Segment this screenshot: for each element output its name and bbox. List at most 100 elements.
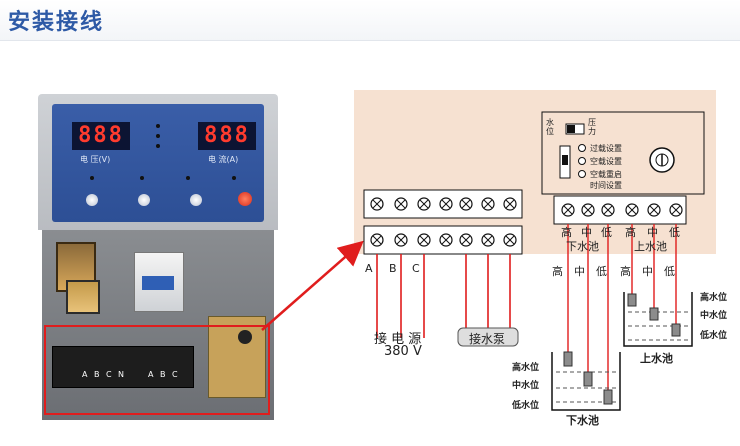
- terminal-label: C: [172, 370, 178, 379]
- power-voltage-label: 380 V: [384, 344, 422, 359]
- lower-tank-high-label: 高水位: [512, 363, 540, 373]
- terminal-screw-slot: [396, 235, 406, 245]
- upper-tank: [623, 292, 693, 347]
- terminal-screw-slot: [419, 199, 429, 209]
- terminal-label-low: 低: [669, 226, 680, 239]
- upper-probe-high: [627, 293, 637, 307]
- terminal-label-mid: 中: [581, 226, 592, 239]
- terminal-screw-slot: [483, 235, 493, 245]
- status-led: [156, 134, 160, 138]
- terminal-screw-slot: [583, 205, 593, 215]
- panel-button[interactable]: [86, 194, 98, 206]
- status-led: [90, 176, 94, 180]
- terminal-label: B: [160, 370, 166, 379]
- lower-tank-mid-label: 中水位: [512, 381, 540, 391]
- current-label: 电 流(A): [208, 155, 239, 164]
- setting-label: 空载设置: [590, 157, 622, 166]
- cabinet-front-panel: 888 888 电 压(V) 电 流(A): [38, 94, 278, 230]
- status-led: [140, 176, 144, 180]
- sensor-terminal-strip: [553, 195, 687, 225]
- pump-label-box: [457, 327, 519, 347]
- board-lower-pool-label: 下水池: [566, 240, 599, 253]
- setting-radio[interactable]: [578, 157, 586, 165]
- page-title: 安装接线: [8, 10, 105, 35]
- terminal-label: B: [94, 370, 100, 379]
- status-led: [156, 124, 160, 128]
- terminal-screw-slot: [441, 235, 451, 245]
- connection-arrow: [261, 240, 364, 331]
- terminal-screw-slot: [603, 205, 613, 215]
- setting-label: 时间设置: [590, 181, 622, 190]
- phase-label-c: C: [412, 262, 420, 275]
- terminal-label: A: [82, 370, 88, 379]
- board-upper-pool-label: 上水池: [634, 240, 667, 253]
- terminal-screw-slot: [396, 199, 406, 209]
- terminal-screw-slot: [627, 205, 637, 215]
- terminal-screw-slot: [419, 235, 429, 245]
- setting-radio[interactable]: [578, 170, 586, 178]
- lower-probe-high: [563, 351, 573, 367]
- phase-label-a: A: [365, 262, 373, 275]
- terminal-label-high: 高: [561, 226, 572, 239]
- upper-tank-wires: [631, 224, 677, 330]
- pump-wires: [465, 254, 511, 328]
- page-header: 安装接线: [0, 0, 740, 41]
- terminal-screw-slot: [372, 199, 382, 209]
- wire-label-mid: 中: [574, 265, 585, 278]
- wire-label-mid: 中: [642, 265, 653, 278]
- setting-radio[interactable]: [578, 144, 586, 152]
- phase-label-b: B: [389, 262, 397, 275]
- terminal-screw-slot: [441, 199, 451, 209]
- pump-label: 接水泵: [469, 332, 506, 346]
- terminal-screw-slot: [505, 199, 515, 209]
- setting-label: 空载重启: [590, 170, 622, 179]
- status-led: [232, 176, 236, 180]
- wire-label-low: 低: [596, 265, 607, 278]
- terminal-screw-slot: [372, 235, 382, 245]
- stop-button[interactable]: [238, 192, 252, 206]
- panel-button[interactable]: [190, 194, 202, 206]
- terminal-label: A: [148, 370, 154, 379]
- wire-label-high: 高: [620, 265, 631, 278]
- lower-tank-name: 下水池: [566, 414, 599, 427]
- lower-tank-wires: [567, 224, 609, 398]
- dip-switch-slider: [562, 155, 568, 165]
- power-wires: [376, 254, 425, 338]
- terminal-label: N: [118, 370, 124, 379]
- panel-button[interactable]: [138, 194, 150, 206]
- lower-probe-low: [603, 389, 613, 405]
- power-label: 接 电 源: [374, 332, 422, 347]
- status-led: [156, 144, 160, 148]
- lower-probe-mid: [583, 371, 593, 387]
- upper-tank-name: 上水池: [640, 352, 673, 365]
- terminal-screw-slot: [505, 235, 515, 245]
- switch-pressure-label: 压力: [588, 118, 596, 136]
- terminal-label-high: 高: [625, 226, 636, 239]
- switch-water-label: 水位: [546, 118, 554, 136]
- relay-module: [208, 316, 266, 398]
- terminal-screw-slot: [563, 205, 573, 215]
- transformer: [66, 280, 100, 314]
- terminal-screw-slot: [461, 235, 471, 245]
- setting-label: 过载设置: [590, 144, 622, 153]
- terminal-screw-slot: [671, 205, 681, 215]
- upper-probe-mid: [649, 307, 659, 321]
- voltage-display: 888: [72, 122, 130, 150]
- lower-tank: [551, 352, 621, 411]
- terminal-label-mid: 中: [647, 226, 658, 239]
- terminal-screw-slot: [461, 199, 471, 209]
- status-led: [186, 176, 190, 180]
- cabinet-terminal-block: [52, 346, 194, 388]
- upper-tank-high-label: 高水位: [700, 293, 728, 303]
- voltage-label: 电 压(V): [80, 155, 111, 164]
- current-display: 888: [198, 122, 256, 150]
- selector-switch-knob: [567, 125, 575, 133]
- upper-probe-low: [671, 323, 681, 337]
- upper-tank-low-label: 低水位: [700, 331, 728, 341]
- terminal-screw-slot: [649, 205, 659, 215]
- wire-label-high: 高: [552, 265, 563, 278]
- contactor-window: [142, 276, 174, 290]
- terminal-highlight-box: [44, 325, 270, 415]
- terminal-label-low: 低: [601, 226, 612, 239]
